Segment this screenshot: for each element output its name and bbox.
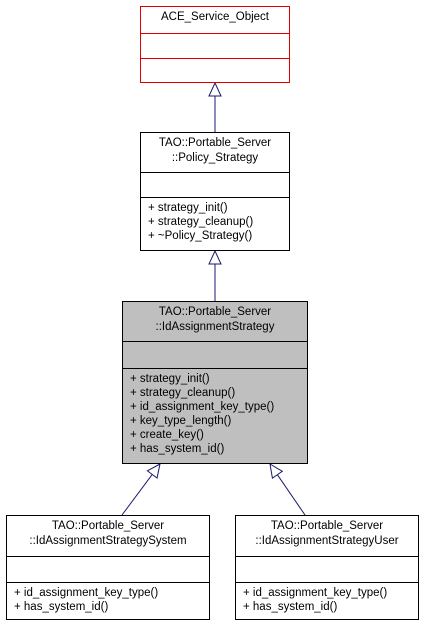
class-name-line: TAO::Portable_Server <box>158 137 272 149</box>
class-methods-section: + strategy_init() + strategy_cleanup() +… <box>141 197 289 250</box>
class-attributes-section <box>236 556 418 582</box>
method-item: + create_key() <box>130 429 204 441</box>
inheritance-arrowhead-icon <box>269 463 284 479</box>
class-box-id-assignment-strategy[interactable]: TAO::Portable_Server ::IdAssignmentStrat… <box>122 301 308 464</box>
method-item: + strategy_cleanup() <box>130 387 236 399</box>
class-attributes-section <box>123 341 307 368</box>
class-methods-section <box>141 58 289 82</box>
method-item: + strategy_cleanup() <box>148 216 254 228</box>
class-box-policy-strategy[interactable]: TAO::Portable_Server ::Policy_Strategy +… <box>140 132 290 251</box>
class-name-line: ACE_Service_Object <box>160 11 270 23</box>
class-box-ace-service-object[interactable]: ACE_Service_Object <box>140 6 290 83</box>
class-attributes-section <box>7 556 209 582</box>
inheritance-arrowhead-icon <box>146 463 161 479</box>
class-name-line: ::IdAssignmentStrategyUser <box>255 535 399 547</box>
class-name-line: TAO::Portable_Server <box>51 520 165 532</box>
method-item: + id_assignment_key_type() <box>243 587 388 599</box>
inheritance-arrowhead-icon <box>208 81 222 97</box>
class-title: TAO::Portable_Server ::IdAssignmentStrat… <box>236 516 418 556</box>
class-methods-section: + id_assignment_key_type() + has_system_… <box>7 582 209 619</box>
class-name-line: ::IdAssignmentStrategySystem <box>29 535 187 547</box>
class-name-line: TAO::Portable_Server <box>158 306 272 318</box>
method-item: + ~Policy_Strategy() <box>148 230 253 242</box>
class-attributes-section <box>141 33 289 58</box>
class-box-id-assignment-strategy-system[interactable]: TAO::Portable_Server ::IdAssignmentStrat… <box>6 515 210 620</box>
class-attributes-section <box>141 172 289 197</box>
class-title: TAO::Portable_Server ::Policy_Strategy <box>141 133 289 172</box>
method-item: + id_assignment_key_type() <box>130 401 275 413</box>
class-title: TAO::Portable_Server ::IdAssignmentStrat… <box>7 516 209 556</box>
class-box-id-assignment-strategy-user[interactable]: TAO::Portable_Server ::IdAssignmentStrat… <box>235 515 419 620</box>
class-title: TAO::Portable_Server ::IdAssignmentStrat… <box>123 302 307 341</box>
class-title: ACE_Service_Object <box>141 7 289 33</box>
class-methods-section: + id_assignment_key_type() + has_system_… <box>236 582 418 619</box>
method-item: + strategy_init() <box>148 202 228 214</box>
class-methods-section: + strategy_init() + strategy_cleanup() +… <box>123 368 307 463</box>
inheritance-arrowhead-icon <box>208 249 222 265</box>
inheritance-edge-system-to-idassign <box>121 474 153 516</box>
method-item: + has_system_id() <box>243 601 338 613</box>
method-item: + id_assignment_key_type() <box>14 587 159 599</box>
class-name-line: ::IdAssignmentStrategy <box>155 321 275 333</box>
method-item: + strategy_init() <box>130 373 210 385</box>
inheritance-edge-user-to-idassign <box>276 474 306 516</box>
method-item: + has_system_id() <box>14 601 109 613</box>
method-item: + has_system_id() <box>130 443 225 455</box>
class-name-line: ::Policy_Strategy <box>171 152 259 164</box>
class-name-line: TAO::Portable_Server <box>270 520 384 532</box>
method-item: + key_type_length() <box>130 415 232 427</box>
